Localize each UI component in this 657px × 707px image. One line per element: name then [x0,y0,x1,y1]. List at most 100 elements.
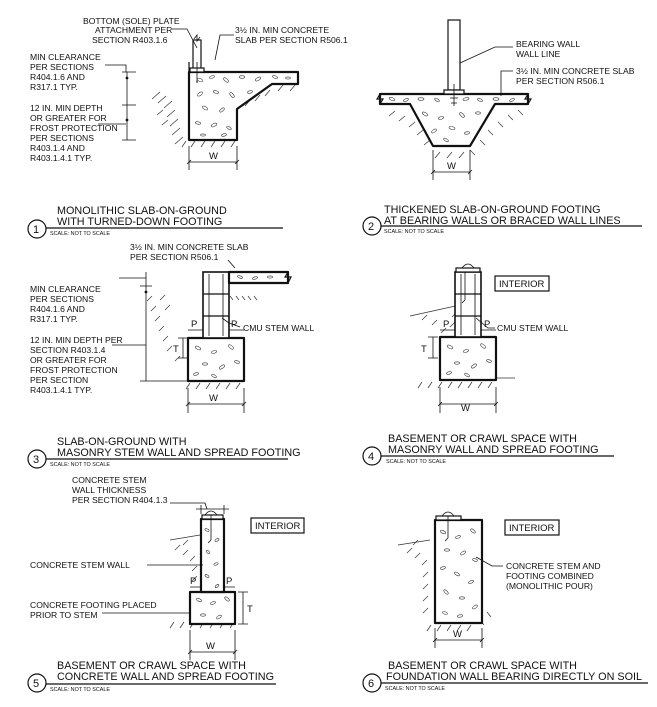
detail-5-title-line2: CONCRETE WALL AND SPREAD FOOTING [57,671,274,683]
detail-5-dim-w: W [206,641,215,652]
concrete-aggregate [193,344,240,378]
detail-5-dim-p-left: P [190,576,196,587]
detail-1-depth-line3: FROST PROTECTION [30,123,118,133]
detail-3-clearance-line3: R404.1.6 AND [30,304,85,314]
detail-2-title-line1: THICKENED SLAB-ON-GROUND FOOTING [384,204,601,216]
detail-5-number: 5 [33,678,39,690]
thickened-slab [378,92,530,148]
detail-5-stem-thickness-line2: WALL THICKNESS [72,485,146,495]
detail-4-cmu-label: CMU STEM WALL [497,323,569,333]
detail-1-depth-line2: OR GREATER FOR [30,113,107,123]
cmu-stem-wall [202,271,230,339]
detail-2-drawing: W [375,19,533,180]
detail-5-footing-line1: CONCRETE FOOTING PLACED [30,600,157,610]
detail-6-drawing: W [397,511,492,648]
detail-6-number: 6 [368,678,374,690]
detail-2-dim-w: W [447,161,456,172]
detail-6-dim-w: W [453,629,462,640]
detail-3-cmu-label: CMU STEM WALL [243,323,315,333]
detail-6-title-line1: BASEMENT OR CRAWL SPACE WITH [388,660,577,672]
detail-1: W BOTTOM (SOLE) PLATE ATTACHMENT PER SEC… [27,16,348,239]
detail-1-title-line2: WITH TURNED-DOWN FOOTING [57,216,222,228]
detail-6-scale: SCALE: NOT TO SCALE [385,686,445,692]
detail-5-interior-box [250,517,305,534]
detail-4-scale: SCALE: NOT TO SCALE [386,459,446,465]
detail-1-depth-line5: R403.1.4 AND [30,143,85,153]
detail-3-clearance-line1: MIN CLEARANCE [30,284,101,294]
detail-3-clearance-line4: R317.1 TYP. [30,314,78,324]
detail-5-drawing: W P P T [169,505,253,660]
concrete-spread-footing [188,590,237,626]
detail-1-bottom-plate-line3: SECTION R403.1.6 [92,35,168,45]
detail-1-scale: SCALE: NOT TO SCALE [50,231,110,237]
concrete-aggregate [388,97,515,142]
spread-footing [438,335,498,382]
detail-4: W P P T INTERIOR CMU STEM WALL 4 BASEMEN… [362,263,614,466]
spread-footing [186,336,246,383]
detail-1-slab-line1: 3½ IN. MIN CONCRETE [235,25,329,35]
detail-5-stem-thickness-line3: PER SECTION R404.1.3 [72,495,168,505]
detail-6-interior: INTERIOR [509,523,555,534]
detail-3-number: 3 [33,454,39,466]
detail-1-drawing: W [122,33,300,170]
detail-1-bottom-plate-line2: ATTACHMENT PER [95,25,172,35]
detail-5-interior: INTERIOR [255,521,301,532]
detail-2-scale: SCALE: NOT TO SCALE [384,229,444,235]
detail-3: W P P T 3½ IN. MIN CONCRETE SLAB PER SEC… [27,242,315,469]
slab-on-ground [227,270,290,285]
detail-4-title-line1: BASEMENT OR CRAWL SPACE WITH [388,433,577,445]
detail-1-clearance-line3: R404.1.6 AND [30,72,85,82]
detail-3-title-line1: SLAB-ON-GROUND WITH [57,436,187,448]
sill-plate [455,267,481,273]
detail-4-dim-p-right: P [484,319,490,330]
detail-4-title-line2: MASONRY WALL AND SPREAD FOOTING [388,444,599,456]
detail-3-depth-line6: R403.1.4.1 TYP. [30,385,92,395]
detail-5-footing-line2: PRIOR TO STEM [30,610,98,620]
detail-2-number: 2 [368,221,374,233]
detail-1-depth-line1: 12 IN. MIN DEPTH [30,103,103,113]
detail-1-clearance-line2: PER SECTIONS [30,62,94,72]
detail-3-depth-line5: PER SECTION [30,375,88,385]
detail-1-depth-line4: PER SECTIONS [30,133,94,143]
detail-4-dim-t: T [421,344,427,355]
detail-1-number: 1 [33,224,39,236]
detail-1-number-circle [27,219,47,239]
detail-3-clearance-line2: PER SECTIONS [30,294,94,304]
detail-4-dim-w: W [461,403,470,414]
bearing-wall [447,19,461,91]
detail-6-interior-box [504,519,560,536]
detail-3-dim-t: T [173,344,179,355]
concrete-aggregate [195,75,291,137]
detail-1-bottom-plate-line1: BOTTOM (SOLE) PLATE [83,16,180,26]
detail-5-dim-t: T [247,604,253,615]
detail-3-depth-line4: FROST PROTECTION [30,365,118,375]
concrete-aggregate [196,596,230,620]
detail-1-depth-line6: R403.1.4.1 TYP. [30,153,92,163]
detail-2-title-line2: AT BEARING WALLS OR BRACED WALL LINES [384,215,621,227]
detail-3-depth-line1: 12 IN. MIN DEPTH PER [30,335,123,345]
detail-5-title-line1: BASEMENT OR CRAWL SPACE WITH [57,660,246,672]
detail-1-title-line1: MONOLITHIC SLAB-ON-GROUND [57,205,227,217]
detail-2: W BEARING WALL WALL LINE 3½ IN. MIN CONC… [362,19,642,236]
detail-3-depth-line2: SECTION R403.1.4 [30,345,106,355]
detail-4-number: 4 [368,451,374,463]
detail-1-slab-line2: SLAB PER SECTION R506.1 [235,35,348,45]
detail-4-drawing: W P P T [409,263,515,414]
detail-2-slab-line2: PER SECTION R506.1 [516,76,605,86]
detail-4-dim-p-left: P [443,319,449,330]
detail-3-dim-w: W [209,393,218,404]
detail-3-drawing: W P P T [140,270,292,413]
detail-4-interior: INTERIOR [499,279,545,290]
detail-2-bearing-wall-line2: WALL LINE [516,49,561,59]
detail-2-slab-line1: 3½ IN. MIN CONCRETE SLAB [516,66,635,76]
detail-6-combined-line2: FOOTING COMBINED [506,571,594,581]
detail-1-clearance-line4: R317.1 TYP. [30,82,78,92]
detail-3-title-line2: MASONRY STEM WALL AND SPREAD FOOTING [57,447,301,459]
concrete-aggregate [440,528,478,618]
detail-6-combined-line1: CONCRETE STEM AND [506,561,601,571]
detail-6-combined-line3: (MONOLITHIC POUR) [506,581,593,591]
detail-5-stem-thickness-line1: CONCRETE STEM [72,475,146,485]
concrete-stem-wall [199,517,226,594]
detail-3-dim-p-left: P [191,319,197,330]
